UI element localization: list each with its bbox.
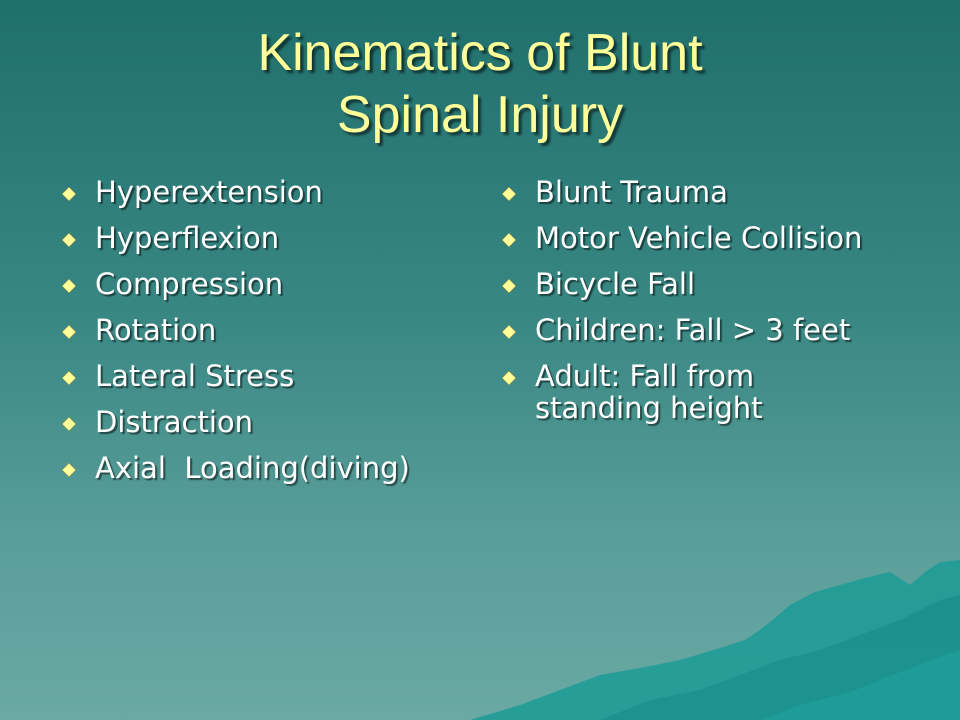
list-item: Blunt Trauma [500, 176, 920, 208]
list-item: Hyperflexion [60, 222, 460, 254]
list-item: Hyperextension [60, 176, 460, 208]
list-item: Bicycle Fall [500, 268, 920, 300]
list-item-text: Distraction [95, 405, 254, 439]
list-item: Lateral Stress [60, 360, 460, 392]
list-item: Adult: Fall from standing height [500, 360, 920, 424]
list-item-text: Rotation [95, 313, 217, 347]
diamond-bullet-icon [62, 187, 76, 201]
diamond-bullet-icon [62, 371, 76, 385]
diamond-bullet-icon [502, 325, 516, 339]
list-item: Compression [60, 268, 460, 300]
list-item-text: Blunt Trauma [535, 175, 728, 209]
diamond-bullet-icon [62, 417, 76, 431]
list-item-text: Lateral Stress [95, 359, 295, 393]
left-bullet-list: Hyperextension Hyperflexion Compression … [60, 176, 460, 498]
list-item-text: Bicycle Fall [535, 267, 696, 301]
diamond-bullet-icon [62, 463, 76, 477]
list-item-text: Compression [95, 267, 284, 301]
list-item: Distraction [60, 406, 460, 438]
list-item-text: Motor Vehicle Collision [535, 221, 863, 255]
diamond-bullet-icon [62, 233, 76, 247]
list-item-text: Hyperextension [95, 175, 323, 209]
slide-title: Kinematics of Blunt Spinal Injury [0, 22, 960, 146]
diamond-bullet-icon [62, 279, 76, 293]
list-item-text: Axial Loading(diving) [95, 451, 410, 485]
list-item-text: Adult: Fall from standing height [535, 359, 763, 425]
list-item: Rotation [60, 314, 460, 346]
list-item-text: Hyperflexion [95, 221, 280, 255]
title-line-2: Spinal Injury [336, 86, 624, 144]
right-bullet-list: Blunt Trauma Motor Vehicle Collision Bic… [500, 176, 920, 438]
list-item-text: Children: Fall > 3 feet [535, 313, 851, 347]
diamond-bullet-icon [502, 371, 516, 385]
list-item: Motor Vehicle Collision [500, 222, 920, 254]
list-item: Axial Loading(diving) [60, 452, 460, 484]
diamond-bullet-icon [502, 279, 516, 293]
diamond-bullet-icon [62, 325, 76, 339]
diamond-bullet-icon [502, 187, 516, 201]
diamond-bullet-icon [502, 233, 516, 247]
title-line-1: Kinematics of Blunt [257, 24, 703, 82]
list-item: Children: Fall > 3 feet [500, 314, 920, 346]
